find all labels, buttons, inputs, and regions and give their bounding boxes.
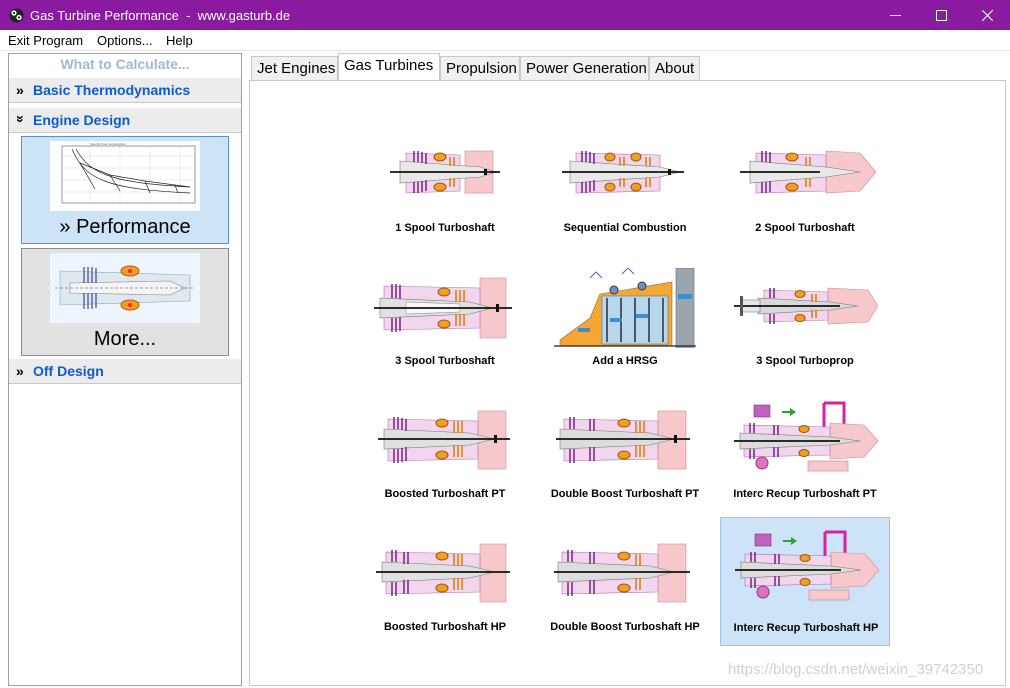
- engine-3-spool-turboshaft[interactable]: 3 Spool Turboshaft: [360, 256, 530, 384]
- engine-label: 2 Spool Turboshaft: [755, 222, 855, 234]
- maximize-button[interactable]: [918, 0, 964, 30]
- engine-interc-recup-turboshaft-pt[interactable]: Interc Recup Turboshaft PT: [720, 389, 890, 517]
- boosted-turboshaft-pt-icon: [378, 410, 510, 470]
- hrsg-plant-icon: [554, 268, 696, 348]
- engine-boosted-turboshaft-pt[interactable]: Boosted Turboshaft PT: [360, 389, 530, 517]
- performance-card-label: » Performance: [59, 216, 191, 238]
- double-boost-turboshaft-pt-icon: [556, 410, 690, 470]
- tab-about[interactable]: About: [649, 56, 700, 80]
- minimize-icon: [889, 14, 901, 16]
- more-card[interactable]: More...: [21, 248, 229, 356]
- engine-label: Sequential Combustion: [563, 222, 687, 234]
- tab-power-generation[interactable]: Power Generation: [520, 56, 649, 80]
- interc-recup-turboshaft-hp-icon: [735, 530, 880, 601]
- menu-options[interactable]: Options...: [97, 33, 153, 48]
- boosted-turboshaft-hp-icon: [376, 543, 510, 603]
- engine-label: Add a HRSG: [592, 355, 658, 367]
- performance-card[interactable]: Specific Fuel Consumption » Performance: [21, 136, 229, 244]
- menu-bar: Exit Program Options... Help: [0, 30, 1010, 51]
- single-spool-turboshaft-icon: [390, 150, 500, 194]
- engine-2-spool-turboshaft[interactable]: 2 Spool Turboshaft: [720, 123, 890, 251]
- engine-double-boost-turboshaft-pt[interactable]: Double Boost Turboshaft PT: [540, 389, 710, 517]
- section-engine-design[interactable]: » Engine Design: [9, 108, 241, 133]
- section-label: Basic Thermodynamics: [33, 82, 191, 98]
- engine-label: 3 Spool Turboprop: [756, 355, 854, 367]
- section-basic-thermodynamics[interactable]: » Basic Thermodynamics: [9, 78, 241, 103]
- section-label: Off Design: [33, 363, 104, 379]
- minimize-button[interactable]: [872, 0, 918, 30]
- engine-label: Double Boost Turboshaft PT: [550, 488, 700, 500]
- engine-label: Double Boost Turboshaft HP: [550, 621, 700, 633]
- calculation-sidebar: What to Calculate... » Basic Thermodynam…: [8, 53, 242, 686]
- tab-gas-turbines[interactable]: Gas Turbines: [338, 53, 440, 81]
- window-title: Gas Turbine Performance - www.gasturb.de: [30, 8, 291, 23]
- close-button[interactable]: [964, 0, 1010, 30]
- engine-label: 3 Spool Turboshaft: [395, 355, 495, 367]
- three-spool-turboshaft-icon: [374, 277, 512, 339]
- sidebar-header: What to Calculate...: [60, 56, 190, 72]
- section-off-design[interactable]: » Off Design: [9, 359, 241, 384]
- engine-interc-recup-turboshaft-hp[interactable]: Interc Recup Turboshaft HP: [720, 517, 890, 646]
- engine-label: 1 Spool Turboshaft: [395, 222, 495, 234]
- app-logo-icon: [9, 8, 24, 23]
- close-icon: [981, 9, 993, 21]
- engine-label: Interc Recup Turboshaft HP: [733, 622, 879, 634]
- engine-boosted-turboshaft-hp[interactable]: Boosted Turboshaft HP: [360, 522, 530, 650]
- watermark: https://blog.csdn.net/weixin_39742350: [728, 661, 984, 678]
- double-boost-turboshaft-hp-icon: [554, 543, 690, 603]
- double-chevron-right-icon: »: [16, 82, 24, 98]
- title-bar: Gas Turbine Performance - www.gasturb.de: [0, 0, 1010, 30]
- tab-propulsion[interactable]: Propulsion: [440, 56, 520, 80]
- gas-turbine-gallery: 1 Spool Turboshaft Sequential Combustion: [249, 80, 1006, 686]
- maximize-icon: [935, 9, 947, 21]
- engine-label: Boosted Turboshaft HP: [383, 621, 506, 633]
- double-chevron-down-icon: »: [12, 115, 29, 123]
- tab-jet-engines[interactable]: Jet Engines: [251, 56, 338, 80]
- engine-double-boost-turboshaft-hp[interactable]: Double Boost Turboshaft HP: [540, 522, 710, 650]
- menu-exit-program[interactable]: Exit Program: [8, 33, 84, 48]
- menu-help[interactable]: Help: [166, 33, 193, 48]
- engine-1-spool-turboshaft[interactable]: 1 Spool Turboshaft: [360, 123, 530, 251]
- double-chevron-right-icon: »: [16, 363, 24, 379]
- performance-chart-icon: Specific Fuel Consumption: [50, 141, 200, 211]
- more-card-label: More...: [93, 328, 157, 350]
- engine-3-spool-turboprop[interactable]: 3 Spool Turboprop: [720, 256, 890, 384]
- engine-sequential-combustion[interactable]: Sequential Combustion: [540, 123, 710, 251]
- engine-label: Boosted Turboshaft PT: [384, 488, 506, 500]
- section-label: Engine Design: [33, 112, 131, 128]
- engine-cutaway-icon: [50, 253, 200, 323]
- sequential-combustion-icon: [562, 151, 684, 194]
- three-spool-turboprop-icon: [734, 287, 879, 325]
- svg-text:Specific Fuel Consumption: Specific Fuel Consumption: [90, 142, 126, 146]
- engine-label: Interc Recup Turboshaft PT: [733, 488, 877, 500]
- two-spool-turboshaft-icon: [740, 150, 877, 194]
- interc-recup-turboshaft-pt-icon: [734, 401, 879, 472]
- engine-add-a-hrsg[interactable]: Add a HRSG: [540, 256, 710, 384]
